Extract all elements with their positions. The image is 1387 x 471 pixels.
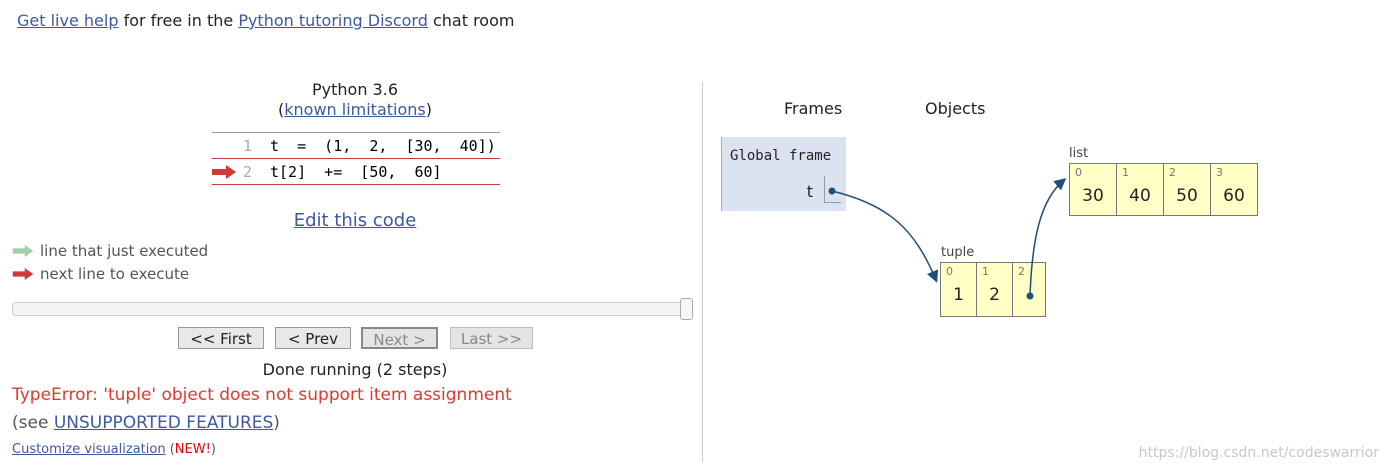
edit-code-link[interactable]: Edit this code (293, 210, 417, 231)
customize-line: Customize visualization (NEW!) (12, 442, 216, 457)
error-message: TypeError: 'tuple' object does not suppo… (12, 385, 512, 405)
code-display: 1 t = (1, 2, [30, 40]) 2 t[2] += [50, 60… (212, 132, 500, 185)
live-help-link[interactable]: Get live help (17, 11, 119, 30)
legend-executed-label: line that just executed (40, 242, 209, 260)
code-text: t[2] += [50, 60] (270, 163, 442, 181)
new-badge: NEW! (174, 442, 211, 457)
run-status: Done running (2 steps) (262, 360, 448, 379)
code-text: t = (1, 2, [30, 40]) (270, 137, 496, 155)
last-button[interactable]: Last >> (450, 327, 533, 349)
next-line-arrow-icon (212, 165, 236, 183)
execution-slider[interactable] (12, 298, 693, 320)
frames-header: Frames (784, 99, 843, 118)
objects-header: Objects (925, 99, 986, 118)
limitations-line: (known limitations) (278, 100, 432, 119)
pointer-tuple-to-list (1026, 178, 1067, 300)
live-help-text-1: for free in the (118, 11, 239, 30)
frame-variable-slot (824, 176, 841, 203)
frame-variable-name: t (806, 182, 813, 201)
live-help-message: Get live help for free in the Python tut… (17, 11, 514, 30)
prev-button[interactable]: < Prev (275, 327, 351, 349)
legend-next-label: next line to execute (40, 265, 190, 283)
customize-visualization-link[interactable]: Customize visualization (12, 442, 166, 457)
edit-code-area: Edit this code (210, 210, 500, 231)
unsupported-note: (see UNSUPPORTED FEATURES) (12, 413, 280, 433)
discord-link[interactable]: Python tutoring Discord (238, 11, 428, 30)
tuple-label: tuple (941, 245, 975, 260)
global-frame: Global frame t (721, 137, 846, 211)
live-help-text-2: chat room (427, 11, 515, 30)
language-header: Python 3.6 (known limitations) (210, 80, 500, 120)
next-button[interactable]: Next > (361, 327, 438, 349)
list-label: list (1069, 146, 1089, 161)
language-label: Python 3.6 (312, 80, 398, 99)
known-limitations-link[interactable]: known limitations (284, 100, 426, 119)
executed-arrow-icon (12, 243, 34, 261)
next-arrow-icon (12, 266, 34, 284)
legend-executed: line that just executed (12, 242, 208, 261)
first-button[interactable]: << First (178, 327, 264, 349)
line-number: 2 (242, 163, 252, 181)
panel-divider (702, 82, 703, 462)
watermark: https://blog.csdn.net/codeswarrior (1138, 445, 1379, 461)
code-line-2: 2 t[2] += [50, 60] (212, 159, 500, 185)
unsupported-features-link[interactable]: UNSUPPORTED FEATURES (53, 413, 274, 433)
pointer-t-to-tuple (828, 187, 939, 283)
legend-next: next line to execute (12, 265, 189, 284)
code-line-1: 1 t = (1, 2, [30, 40]) (212, 133, 500, 159)
line-number: 1 (242, 137, 252, 155)
slider-handle[interactable] (680, 298, 693, 320)
tuple-cell: 2 (1012, 262, 1046, 317)
global-frame-title: Global frame (730, 148, 832, 164)
